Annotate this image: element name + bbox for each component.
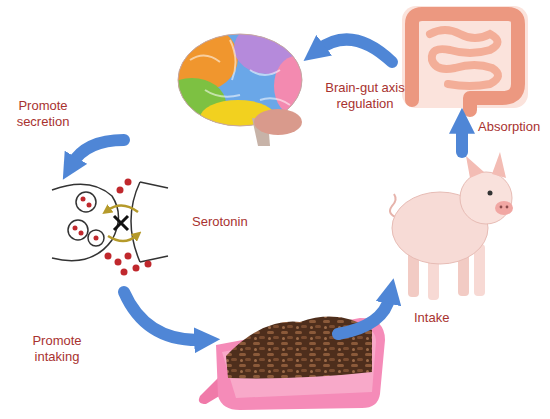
cycle-arrow xyxy=(72,39,462,340)
pig-illustration xyxy=(390,152,513,300)
arrow-label: Intake xyxy=(414,310,449,326)
intestine-illustration xyxy=(402,6,528,110)
arrow-label: Promote secretion xyxy=(6,98,80,129)
synapse-illustration xyxy=(52,179,168,276)
arrow-label: Promote intaking xyxy=(20,333,94,364)
brain-illustration xyxy=(158,22,318,146)
arrow-label: Absorption xyxy=(478,119,540,135)
arrow-label: Brain-gut axis regulation xyxy=(305,80,425,111)
arrow-label: Serotonin xyxy=(192,214,248,230)
